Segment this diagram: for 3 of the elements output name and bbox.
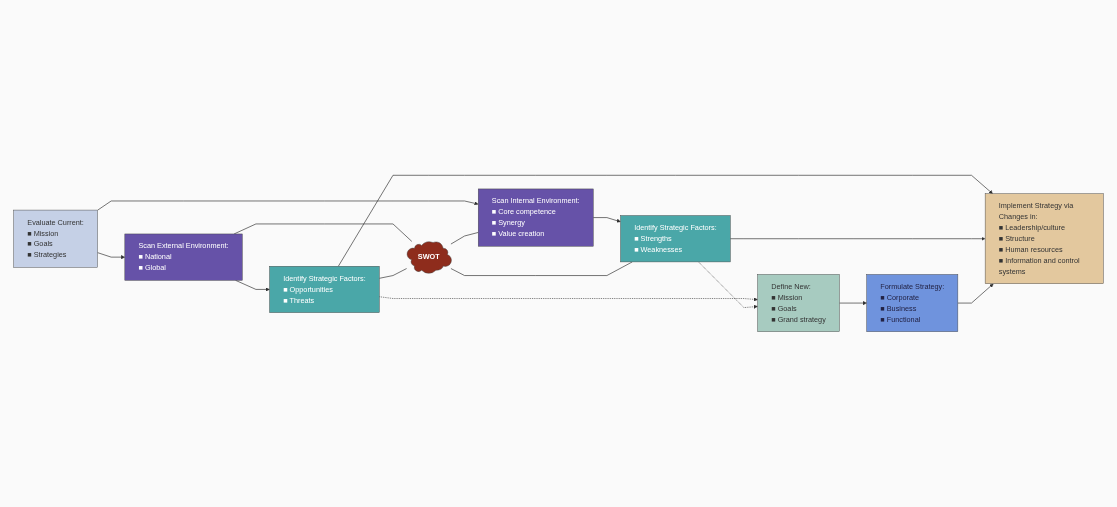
connector bbox=[379, 268, 407, 279]
connector bbox=[450, 232, 479, 245]
connector bbox=[450, 261, 633, 276]
